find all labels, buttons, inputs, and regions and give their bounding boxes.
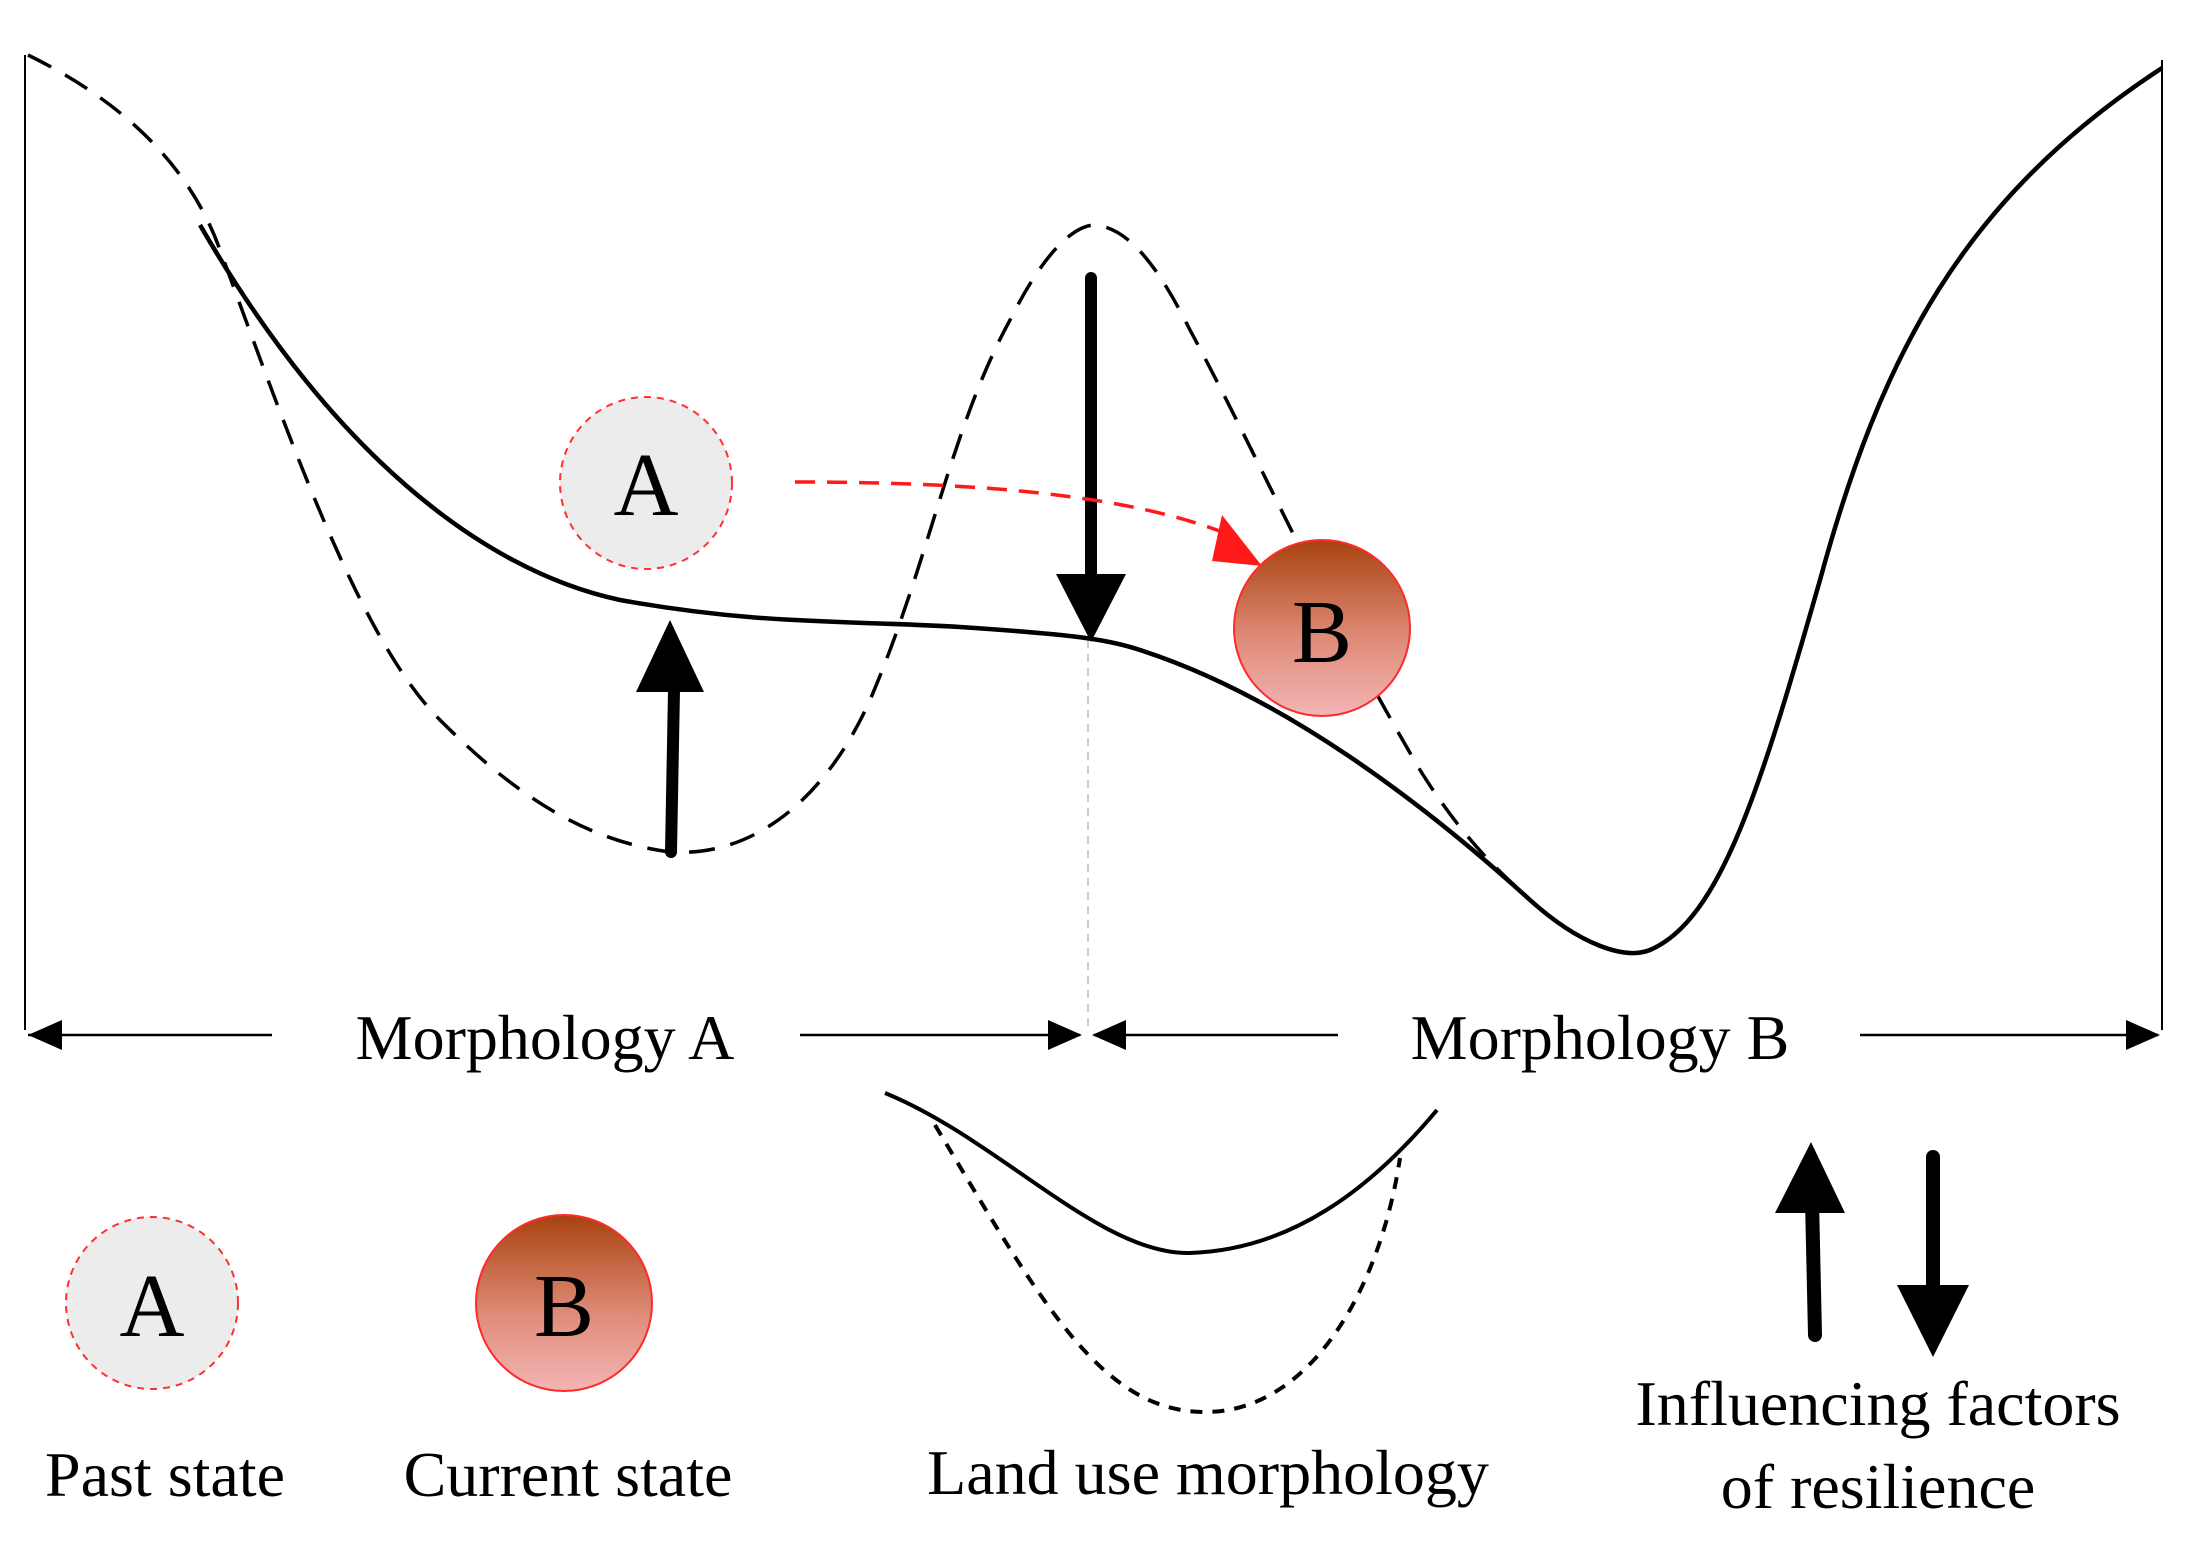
morphology-a-axis: Morphology A bbox=[28, 1002, 1082, 1073]
legend-land-use: Land use morphology bbox=[884, 1091, 1489, 1508]
legend-factors-label-line1: Influencing factors bbox=[1635, 1368, 2120, 1439]
current-state-ball-letter: B bbox=[1292, 583, 1352, 682]
legend-current-ball bbox=[475, 1214, 653, 1392]
transition-arrow bbox=[794, 480, 1231, 537]
legend-up-arrow-shaft bbox=[1805, 1193, 1822, 1342]
legend-current-label: Current state bbox=[404, 1439, 733, 1510]
past-state-ball: A bbox=[559, 396, 733, 570]
current-landscape-curve bbox=[198, 66, 2164, 956]
factor-up-arrow-head bbox=[636, 620, 704, 692]
past-landscape-curve bbox=[27, 53, 1532, 902]
legend-up-arrow-head bbox=[1775, 1142, 1845, 1213]
morphology-b-axis: Morphology B bbox=[1092, 1002, 2160, 1073]
legend-influencing-factors: Influencing factors of resilience bbox=[1635, 1142, 2121, 1522]
morphology-b-label: Morphology B bbox=[1411, 1002, 1790, 1073]
legend-land-use-solid-curve bbox=[884, 1091, 1439, 1256]
factor-up-arrow-shaft bbox=[665, 684, 680, 858]
legend-land-use-label: Land use morphology bbox=[927, 1437, 1489, 1508]
factor-down-arrow-head bbox=[1056, 574, 1126, 642]
legend-past-ball bbox=[65, 1216, 239, 1390]
legend-past-state: A Past state bbox=[45, 1216, 285, 1510]
legend-past-ball-letter: A bbox=[120, 1257, 185, 1356]
morphology-a-label: Morphology A bbox=[356, 1002, 735, 1073]
current-state-ball: B bbox=[1233, 539, 1411, 717]
transition-arrow-head bbox=[1212, 515, 1262, 566]
legend-land-use-dashed-curve bbox=[933, 1123, 1402, 1415]
legend-down-arrow-head bbox=[1897, 1285, 1969, 1357]
legend-current-ball-letter: B bbox=[534, 1257, 594, 1356]
legend-factors-label-line2: of resilience bbox=[1721, 1451, 2036, 1522]
past-state-ball-letter: A bbox=[614, 436, 679, 535]
legend-past-label: Past state bbox=[45, 1439, 285, 1510]
legend-current-state: B Current state bbox=[404, 1214, 733, 1510]
